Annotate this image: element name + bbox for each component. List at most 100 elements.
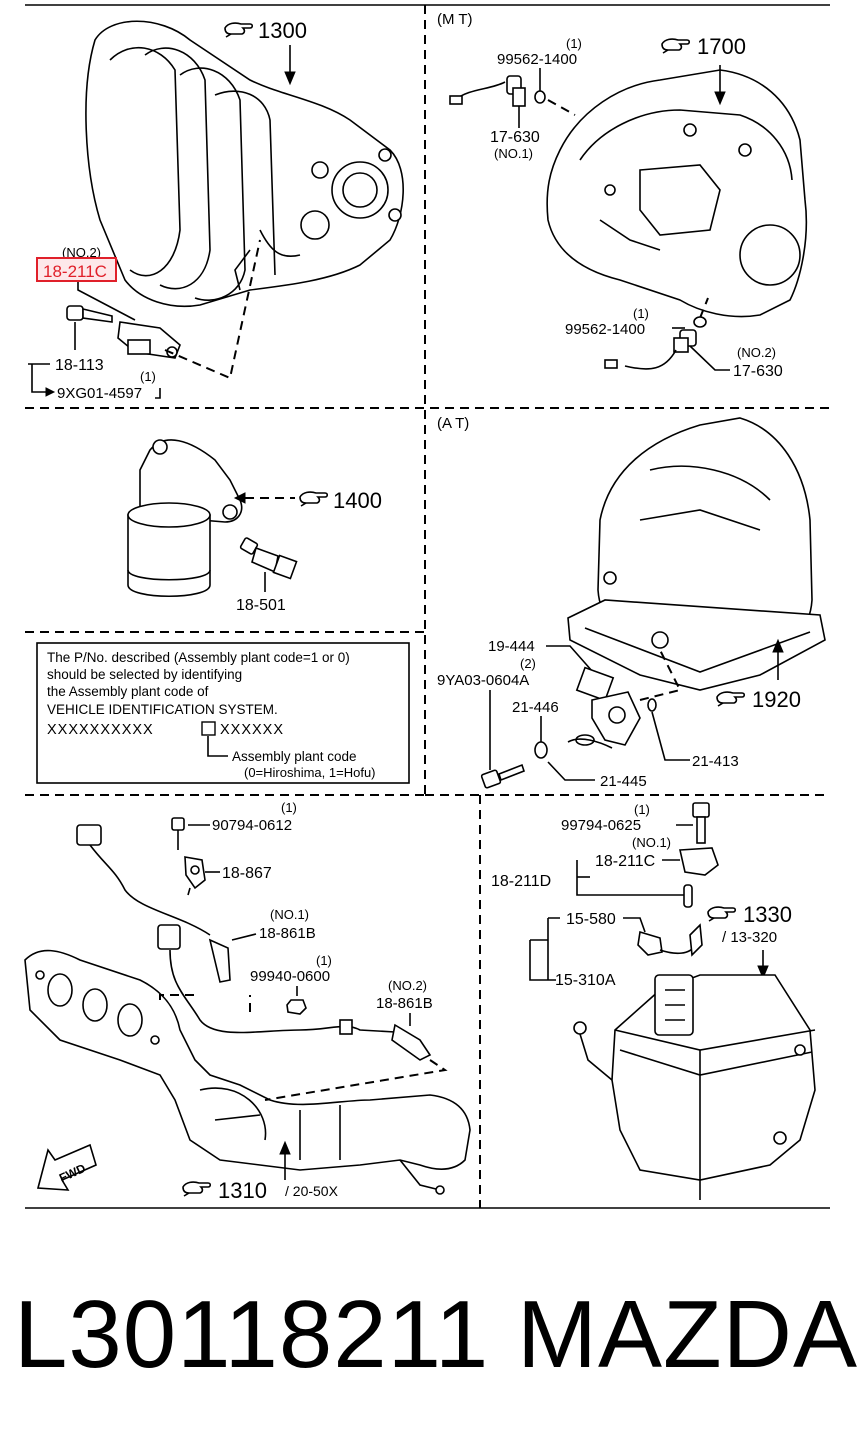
intake-manifold-illustration xyxy=(85,20,404,308)
label-99562-a[interactable]: 99562-1400 xyxy=(497,51,577,68)
ref-hand-icon-1300 xyxy=(224,22,254,38)
bolt-99794-illustration xyxy=(692,802,710,844)
switch-17-630-a-illustration xyxy=(449,75,546,107)
label-18-211c-top-no: (NO.2) xyxy=(62,245,101,260)
label-9xg01-qty: (1) xyxy=(140,369,156,384)
arrow-1700-head xyxy=(714,91,726,106)
ref-hand-icon-1330 xyxy=(707,906,737,922)
label-99794[interactable]: 99794-0625 xyxy=(561,817,641,834)
leader-exhaust-dash-1 xyxy=(159,994,200,1000)
label-18-211c-top[interactable]: 18-211C xyxy=(43,262,107,281)
label-99940-qty: (1) xyxy=(316,953,332,968)
label-17-630-a-no: (NO.1) xyxy=(494,146,533,161)
leader-15-580 xyxy=(623,917,646,933)
leader-sensor-dash xyxy=(164,239,261,380)
bolt-90794-illustration xyxy=(171,817,185,850)
label-99562-a-qty: (1) xyxy=(566,36,582,51)
leader-exhaust-dash-3 xyxy=(264,1059,448,1101)
arrow-1310-head xyxy=(279,1140,291,1155)
exhaust-manifold-illustration xyxy=(24,949,471,1195)
washer-21-446 xyxy=(534,741,548,759)
leader-18-211c-top xyxy=(77,282,136,321)
label-99940[interactable]: 99940-0600 xyxy=(250,968,330,985)
leader-18-861b-a xyxy=(231,933,257,941)
label-99562-b-qty: (1) xyxy=(633,306,649,321)
fwd-arrow-icon xyxy=(36,1143,97,1191)
label-18-867[interactable]: 18-867 xyxy=(222,865,272,882)
label-17-630-a[interactable]: 17-630 xyxy=(490,129,540,146)
ref-hand-icon-1400 xyxy=(299,491,329,507)
leader-17-630-b xyxy=(689,345,730,371)
ref-1300: 1300 xyxy=(258,18,307,43)
oil-filter-illustration xyxy=(127,439,243,597)
note-line-2: should be selected by identifying xyxy=(47,667,242,682)
label-21-413[interactable]: 21-413 xyxy=(692,753,739,770)
section-mt-label: (M T) xyxy=(437,11,473,28)
label-21-446[interactable]: 21-446 xyxy=(512,699,559,716)
switch-17-630-b-illustration xyxy=(604,316,707,370)
note-box xyxy=(36,642,410,784)
ref-1400: 1400 xyxy=(333,488,382,513)
arrow-1300-head xyxy=(284,71,296,86)
maf-sensor-illustration xyxy=(679,847,719,908)
ref-hand-icon-1700 xyxy=(661,38,691,54)
label-15-580[interactable]: 15-580 xyxy=(566,911,616,928)
note-code-values: (0=Hiroshima, 1=Hofu) xyxy=(244,765,376,780)
oil-pressure-switch-illustration xyxy=(239,537,298,580)
label-90794-qty: (1) xyxy=(281,800,297,815)
ref-1310-sub: / 20-50X xyxy=(285,1183,339,1199)
note-line-4: VEHICLE IDENTIFICATION SYSTEM. xyxy=(47,702,278,717)
arrow-1400-head xyxy=(233,492,246,504)
label-18-861b-no2: (NO.2) xyxy=(388,978,427,993)
leader-9xg01-head xyxy=(45,387,56,397)
bolt-9ya03-illustration xyxy=(480,763,525,789)
arrow-1920-head xyxy=(772,638,784,653)
label-9ya03[interactable]: 9YA03-0604A xyxy=(437,672,529,689)
label-9xg01[interactable]: 9XG01-4597 xyxy=(57,385,142,402)
ref-hand-icon-1920 xyxy=(716,691,746,707)
label-21-445[interactable]: 21-445 xyxy=(600,773,647,790)
label-18-113[interactable]: 18-113 xyxy=(55,357,104,374)
leader-15-310a-bracket xyxy=(529,917,560,981)
label-18-211c-bot[interactable]: 18-211C xyxy=(595,853,655,870)
ref-1700: 1700 xyxy=(697,34,746,59)
ref-1330-sub: / 13-320 xyxy=(722,929,777,946)
label-18-861b-b[interactable]: 18-861B xyxy=(376,995,433,1012)
label-18-211d[interactable]: 18-211D xyxy=(491,873,551,890)
oring-21-413 xyxy=(647,698,657,712)
label-19-444[interactable]: 19-444 xyxy=(488,638,535,655)
leader-9xg01 xyxy=(31,364,48,393)
label-99562-b[interactable]: 99562-1400 xyxy=(565,321,645,338)
gasket-21-445 xyxy=(567,738,613,749)
ref-1310: 1310 xyxy=(218,1178,267,1203)
brand-name: MAZDA xyxy=(517,1281,858,1388)
bolt-18-113-illustration xyxy=(66,305,113,323)
label-17-630-b[interactable]: 17-630 xyxy=(733,363,783,380)
leader-switch-b-dash xyxy=(699,297,709,319)
map-sensor-illustration xyxy=(117,321,181,359)
note-code-left: XXXXXXXXXX xyxy=(47,722,154,738)
automatic-transaxle-illustration xyxy=(567,417,826,691)
ref-1920: 1920 xyxy=(752,687,801,712)
footer: L30118211 MAZDA xyxy=(0,1280,864,1430)
leader-21-445 xyxy=(547,761,595,781)
label-17-630-b-no: (NO.2) xyxy=(737,345,776,360)
leader-18-211d-bracket xyxy=(576,860,684,896)
note-code-right: XXXXXX xyxy=(220,722,284,738)
leader-9xg01-bracket xyxy=(155,388,161,399)
label-9ya03-qty: (2) xyxy=(520,656,536,671)
label-18-211c-bot-no: (NO.1) xyxy=(632,835,671,850)
iat-sensor-illustration xyxy=(637,923,703,957)
ref-hand-icon-1310 xyxy=(182,1181,212,1197)
label-90794[interactable]: 90794-0612 xyxy=(212,817,292,834)
range-switch-illustration xyxy=(575,666,641,746)
o2-sensor-harness-illustration xyxy=(76,824,432,1061)
label-15-310a[interactable]: 15-310A xyxy=(555,972,616,989)
section-at-label: (A T) xyxy=(437,415,469,432)
part-number: L30118211 xyxy=(14,1281,490,1388)
nut-99940-illustration xyxy=(286,999,307,1015)
leader-switch-a-dash xyxy=(547,99,576,116)
manual-transaxle-illustration xyxy=(546,69,808,318)
label-18-501[interactable]: 18-501 xyxy=(236,597,286,614)
label-18-861b-a[interactable]: 18-861B xyxy=(259,925,316,942)
